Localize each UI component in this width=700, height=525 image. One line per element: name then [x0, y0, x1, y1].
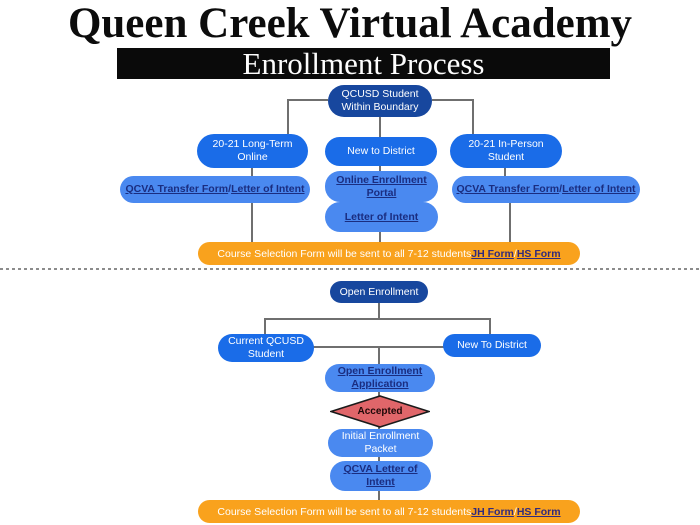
connector-line — [288, 99, 328, 101]
connector-line — [378, 491, 380, 501]
connector-line — [504, 168, 506, 177]
slash-separator: / — [513, 505, 517, 518]
letter-of-intent-link[interactable]: Letter of Intent — [562, 183, 636, 195]
flow2-current-student-node: Current QCUSD Student — [218, 334, 314, 362]
letter-of-intent-link[interactable]: Letter of Intent — [231, 183, 305, 195]
page-title: Queen Creek Virtual Academy — [67, 0, 633, 47]
slash-separator: / — [559, 183, 563, 195]
open-enrollment-application-link[interactable]: Open Enrollment Application — [337, 365, 423, 390]
flow1-right-links-node: QCVA Transfer Form/ Letter of Intent — [452, 176, 640, 203]
diamond-shape-icon — [330, 395, 430, 428]
connector-line — [379, 166, 381, 172]
connector-line — [264, 318, 266, 334]
flow1-branch-longterm-node: 20-21 Long-Term Online — [197, 134, 308, 168]
flow2-initial-packet-node: Initial Enrollment Packet — [328, 429, 433, 457]
course-banner-text: Course Selection Form will be sent to al… — [217, 247, 472, 260]
connector-line — [379, 117, 381, 138]
connector-line — [251, 168, 253, 177]
flow2-root-label: Open Enrollment — [339, 285, 419, 298]
letter-of-intent-link[interactable]: Letter of Intent — [344, 210, 419, 223]
flow1-branch-longterm-label: 20-21 Long-Term Online — [212, 138, 293, 163]
online-enrollment-portal-link[interactable]: Online Enrollment Portal — [336, 173, 427, 199]
flow2-new-district-label: New To District — [457, 339, 527, 351]
qcva-transfer-form-link[interactable]: QCVA Transfer Form — [456, 183, 560, 195]
subtitle-text: Enrollment Process — [242, 45, 485, 81]
section-divider — [0, 268, 700, 270]
flow1-branch-newdistrict-label: New to District — [347, 145, 415, 157]
subtitle-banner: Enrollment Process — [117, 48, 610, 79]
connector-line — [489, 318, 491, 334]
qcva-transfer-form-link[interactable]: QCVA Transfer Form — [125, 183, 229, 195]
connector-line — [472, 99, 474, 135]
qcva-letter-of-intent-link[interactable]: QCVA Letter of Intent — [343, 463, 418, 488]
flow1-root-node: QCUSD Student Within Boundary — [328, 85, 432, 117]
connector-line — [378, 346, 380, 364]
connector-line — [251, 203, 253, 242]
connector-line — [378, 303, 380, 320]
connector-line — [432, 99, 474, 101]
flow2-current-student-label: Current QCUSD Student — [228, 335, 304, 360]
course-selection-banner: Course Selection Form will be sent to al… — [198, 242, 580, 265]
flow2-letter-node: QCVA Letter of Intent — [330, 461, 431, 491]
flow1-branch-newdistrict-node: New to District — [325, 137, 437, 166]
course-banner-text: Course Selection Form will be sent to al… — [217, 505, 472, 518]
slash-separator: / — [513, 247, 517, 260]
flow2-root-node: Open Enrollment — [330, 281, 428, 303]
slash-separator: / — [228, 183, 232, 195]
connector-line — [264, 318, 491, 320]
initial-packet-label: Initial Enrollment Packet — [341, 430, 420, 455]
hs-form-link[interactable]: HS Form — [516, 505, 561, 518]
flow1-letter-node: Letter of Intent — [325, 202, 438, 232]
flow1-branch-inperson-label: 20-21 In-Person Student — [468, 138, 544, 163]
connector-line — [509, 203, 511, 242]
jh-form-link[interactable]: JH Form — [471, 247, 514, 260]
decision-diamond: Accepted — [330, 395, 430, 428]
connector-line — [379, 232, 381, 242]
flow1-left-links-node: QCVA Transfer Form/ Letter of Intent — [120, 176, 310, 203]
hs-form-link[interactable]: HS Form — [516, 247, 561, 260]
jh-form-link[interactable]: JH Form — [471, 505, 514, 518]
connector-line — [287, 99, 289, 135]
course-selection-banner: Course Selection Form will be sent to al… — [198, 500, 580, 523]
accepted-label: Accepted — [357, 406, 403, 417]
flow2-application-node: Open Enrollment Application — [325, 364, 435, 392]
flow1-portal-node: Online Enrollment Portal — [325, 171, 438, 202]
connector-line — [378, 456, 380, 462]
flow2-new-district-node: New To District — [443, 334, 541, 357]
flow1-root-label: QCUSD Student Within Boundary — [341, 88, 419, 113]
connector-line — [378, 392, 380, 397]
flow1-branch-inperson-node: 20-21 In-Person Student — [450, 134, 562, 168]
